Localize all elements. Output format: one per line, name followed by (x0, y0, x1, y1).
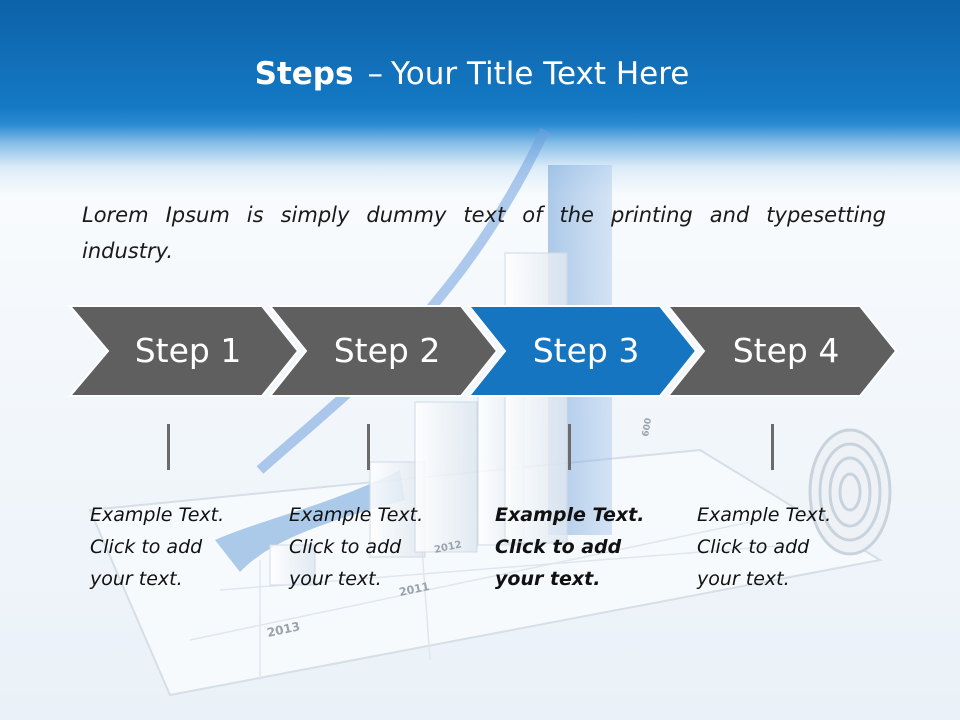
step-4-connector (771, 424, 774, 470)
slide-title: Steps–Your Title Text Here (0, 52, 944, 96)
step-1-arrow[interactable] (67, 305, 300, 397)
step-1-text-line: your text. (90, 568, 183, 590)
step-3-text-line: Click to add (495, 536, 622, 558)
paper-label-2013: 2013 (266, 619, 302, 640)
step-3-label[interactable]: Step 3 (532, 331, 640, 370)
step-2-text[interactable]: Example Text. Click to add your text. (289, 499, 464, 595)
step-4-text[interactable]: Example Text. Click to add your text. (697, 499, 872, 595)
white-bar-5 (504, 252, 568, 544)
white-bar-3 (414, 401, 478, 553)
step-1-connector (167, 424, 170, 470)
step-2-text-line: Click to add (289, 536, 402, 558)
step-1-text-line: Example Text. (90, 504, 225, 526)
step-1-label[interactable]: Step 1 (134, 331, 242, 370)
step-1-text[interactable]: Example Text. Click to add your text. (90, 499, 265, 595)
title-banner (0, 0, 960, 195)
blue-area-shape (215, 470, 405, 572)
step-3-text-line: your text. (495, 568, 601, 590)
step-2-arrow[interactable] (267, 305, 499, 397)
step-2-text-line: your text. (289, 568, 382, 590)
step-1-text-line: Click to add (90, 536, 203, 558)
step-4-text-line: Example Text. (697, 504, 832, 526)
step-4-text-line: your text. (697, 568, 790, 590)
step-2-text-line: Example Text. (289, 504, 424, 526)
paper-label-600: 600 (641, 417, 654, 437)
step-4-arrow[interactable] (665, 305, 898, 397)
paper-label-2011: 2011 (398, 580, 431, 599)
step-2-label[interactable]: Step 2 (333, 331, 441, 370)
step-4-label[interactable]: Step 4 (732, 331, 840, 370)
paper-roll (808, 428, 892, 556)
intro-text: Lorem Ipsum is simply dummy text of the … (82, 203, 886, 263)
step-3-connector (568, 424, 571, 470)
step-2-connector (367, 424, 370, 470)
step-3-arrow[interactable] (466, 305, 698, 397)
step-3-text[interactable]: Example Text. Click to add your text. (495, 499, 670, 595)
step-3-text-line: Example Text. (495, 504, 645, 526)
title-rest: Your Title Text Here (390, 56, 690, 92)
step-4-text-line: Click to add (697, 536, 810, 558)
title-bold: Steps (254, 56, 354, 92)
title-separator: – (367, 56, 383, 92)
white-bar-1 (269, 544, 316, 586)
